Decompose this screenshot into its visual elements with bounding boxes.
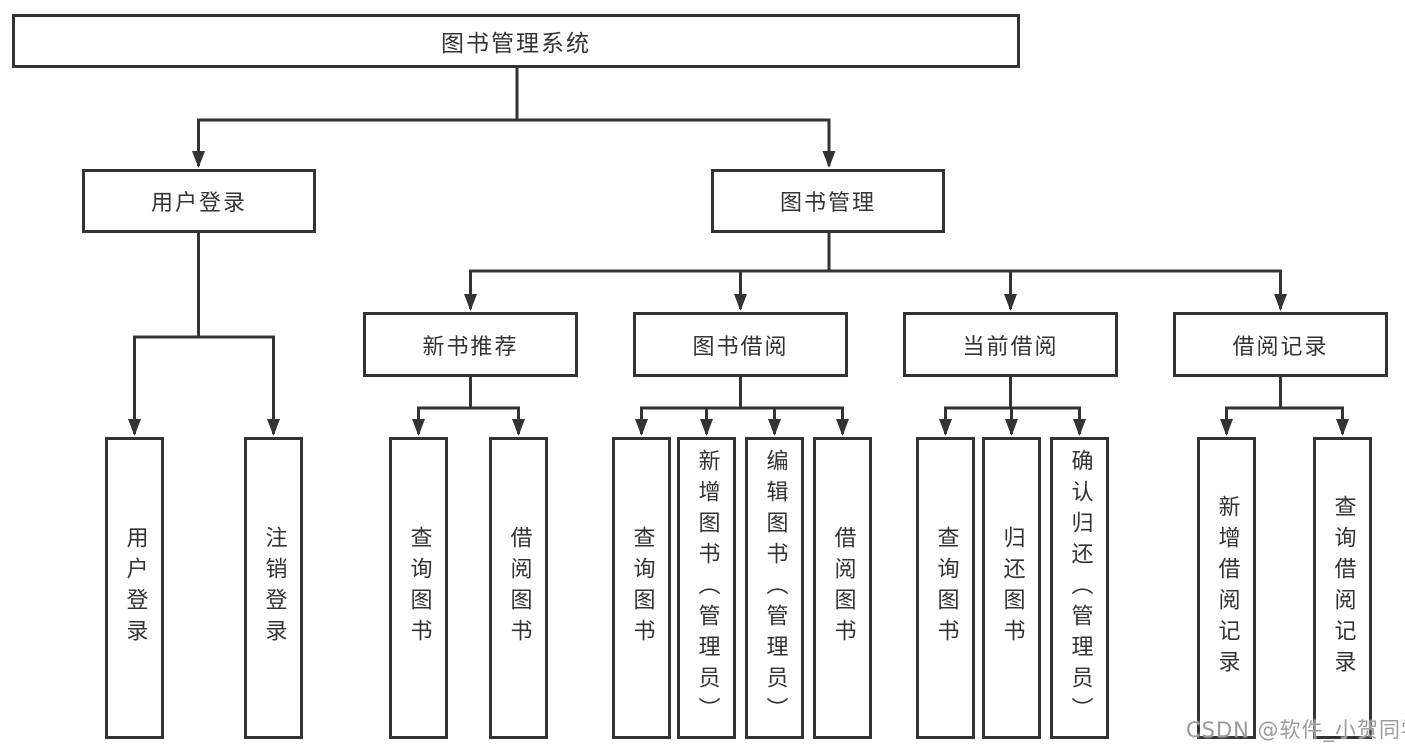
node-label: 归还图书 bbox=[999, 526, 1025, 650]
node-label: 图书管理 bbox=[779, 191, 876, 216]
node-book-borrow: 图书借阅 bbox=[633, 312, 848, 377]
node-label: 当前借阅 bbox=[962, 334, 1059, 360]
leaf-query-books-borrow: 查询图书 bbox=[612, 437, 671, 739]
leaf-user-login: 用户登录 bbox=[105, 437, 164, 739]
node-label: 新增借阅记录 bbox=[1214, 495, 1240, 681]
leaf-add-books-admin: 新增图书（管理员） bbox=[677, 437, 736, 739]
node-label: 新书推荐 bbox=[422, 334, 519, 360]
node-label: 借阅图书 bbox=[830, 526, 856, 650]
leaf-borrow-books-recommend: 借阅图书 bbox=[489, 437, 548, 739]
node-label: 查询图书 bbox=[406, 526, 432, 650]
leaf-edit-books-admin: 编辑图书（管理员） bbox=[745, 437, 804, 739]
node-new-book-recommend: 新书推荐 bbox=[363, 312, 578, 377]
leaf-borrow-books: 借阅图书 bbox=[813, 437, 872, 739]
node-label: 借阅图书 bbox=[506, 526, 532, 650]
node-label: 查询图书 bbox=[629, 526, 655, 650]
node-label: 图书借阅 bbox=[692, 334, 789, 360]
leaf-query-books-current: 查询图书 bbox=[916, 437, 975, 739]
node-label: 用户登录 bbox=[150, 191, 247, 216]
node-current-borrow: 当前借阅 bbox=[903, 312, 1118, 377]
node-label: 确认归还（管理员） bbox=[1067, 448, 1093, 728]
leaf-add-borrow-record: 新增借阅记录 bbox=[1197, 437, 1256, 739]
leaf-query-borrow-record: 查询借阅记录 bbox=[1313, 437, 1372, 739]
node-label: 新增图书（管理员） bbox=[694, 448, 720, 728]
leaf-query-books-recommend: 查询图书 bbox=[389, 437, 448, 739]
node-book-management-module: 图书管理 bbox=[711, 169, 945, 233]
node-label: 查询借阅记录 bbox=[1330, 495, 1356, 681]
leaf-return-books: 归还图书 bbox=[982, 437, 1041, 739]
node-user-login-module: 用户登录 bbox=[82, 169, 316, 233]
node-label: 用户登录 bbox=[122, 526, 148, 650]
node-library-system-root: 图书管理系统 bbox=[12, 14, 1020, 68]
node-label: 借阅记录 bbox=[1232, 334, 1329, 360]
leaf-confirm-return-admin: 确认归还（管理员） bbox=[1050, 437, 1109, 739]
node-label: 图书管理系统 bbox=[441, 31, 591, 57]
csdn-watermark: CSDN @软件_小贺同学 bbox=[1186, 718, 1405, 742]
node-borrow-records: 借阅记录 bbox=[1173, 312, 1388, 377]
node-label: 编辑图书（管理员） bbox=[762, 448, 788, 728]
node-label: 查询图书 bbox=[933, 526, 959, 650]
leaf-logout: 注销登录 bbox=[244, 437, 303, 739]
node-label: 注销登录 bbox=[261, 526, 287, 650]
